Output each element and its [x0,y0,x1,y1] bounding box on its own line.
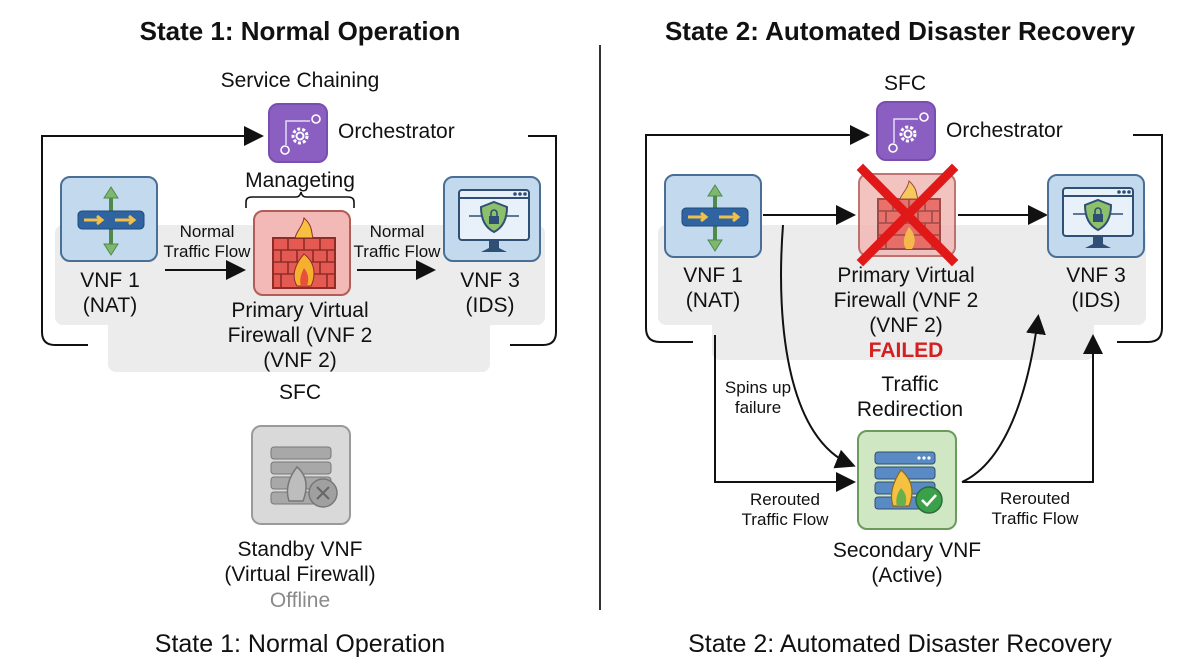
orchestrator-gear-icon [280,114,321,155]
state1-vnf3-label: VNF 3(IDS) [460,269,520,317]
state2-orchestrator-label: Orchestrator [946,119,1063,142]
state2-loop-right [1117,134,1163,343]
state2-rerouted-up-arrow [961,314,1046,483]
state1-managing-label: Manageting [245,169,355,192]
state1-loop-left [41,126,264,346]
state1-service-chaining-label: Service Chaining [220,69,380,92]
state2-vnf1-label: VNF 1(NAT) [683,264,743,312]
state2-loop-left [645,125,870,343]
state1-orchestrator-box[interactable] [268,103,328,163]
state2-spins-up-arrow [714,335,856,492]
state2-orchestrator-box[interactable] [876,101,936,161]
standby-server-offline-icon [270,446,338,508]
state2-redirection-arrow [780,224,856,469]
state2-vnf1-box[interactable] [664,174,762,258]
secondary-server-active-icon [874,451,943,514]
state1-vnf3-box[interactable] [443,176,541,262]
state2-vnf3-label: VNF 3(IDS) [1066,264,1126,312]
state2-footer: State 2: Automated Disaster Recovery [688,630,1112,658]
state2-vnf3-box[interactable] [1047,174,1145,258]
state1-standby-status: Offline [269,589,331,612]
state1-loop-right [510,135,557,346]
state1-orchestrator-label: Orchestrator [338,120,455,143]
nat-router-icon [681,184,749,252]
ids-monitor-shield-icon [458,189,530,252]
state1-vnf2-box[interactable] [253,210,351,296]
nat-router-icon [77,186,145,256]
state1-footer: State 1: Normal Operation [154,630,446,658]
state2-secondary-label: Secondary VNF(Active) [832,539,982,587]
state2-secondary-box[interactable] [857,430,957,530]
state1-connectors [41,126,557,346]
state1-standby-label: Standby VNF(Virtual Firewall) [224,538,376,586]
state1-vnf1-box[interactable] [60,176,158,262]
state2-vnf2-status: FAILED [868,339,944,362]
firewall-icon [272,216,336,289]
state2-title: State 2: Automated Disaster Recovery [664,16,1136,46]
state1-title: State 1: Normal Operation [139,16,461,46]
orchestrator-gear-icon [888,112,929,153]
state2-rerouted-right-arrow [962,334,1103,483]
panel-divider [599,45,601,610]
state1-vnf1-label: VNF 1(NAT) [80,269,140,317]
state1-managing-brace [245,191,355,208]
state1-sfc-area-lower [108,320,490,372]
ids-monitor-shield-icon [1062,187,1134,248]
state1-sfc-label: SFC [279,381,321,404]
state2-sfc-label: SFC [884,72,926,95]
state1-standby-box[interactable] [251,425,351,525]
